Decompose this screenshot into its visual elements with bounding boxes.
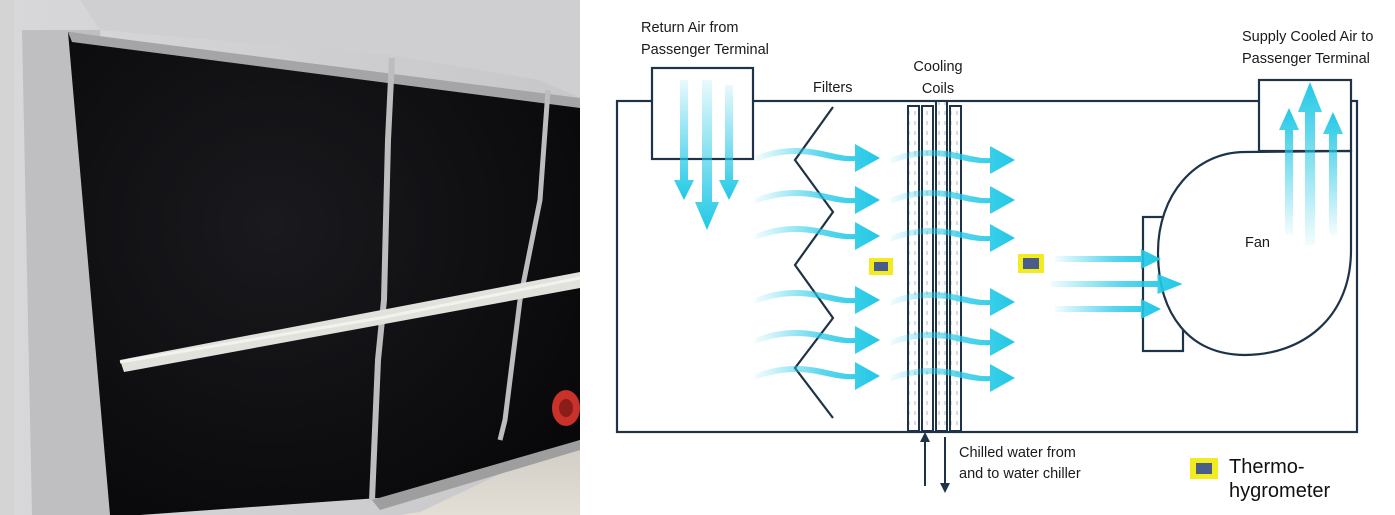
ahu-casing bbox=[615, 99, 1359, 434]
thermo-hygrometer-sensor-2 bbox=[1018, 254, 1044, 273]
chilled-water-arrows bbox=[920, 432, 950, 493]
fan-label: Fan bbox=[1245, 235, 1270, 251]
supply-air-label-line1: Supply Cooled Air to bbox=[1242, 29, 1374, 45]
chilled-water-label-line1: Chilled water from bbox=[959, 445, 1076, 461]
cooling-coils-label-line1: Cooling bbox=[913, 59, 963, 75]
supply-airflow-arrows bbox=[1279, 82, 1343, 245]
supply-air-label-line2: Passenger Terminal bbox=[1242, 51, 1370, 67]
filter-airflow-arrows bbox=[755, 144, 880, 390]
filters-label: Filters bbox=[813, 80, 853, 96]
return-airflow-arrows bbox=[674, 80, 739, 230]
cooling-coils-label-line2: Coils bbox=[921, 81, 955, 97]
legend-label-line2: hygrometer bbox=[1229, 480, 1331, 502]
legend-sensor-icon bbox=[1190, 458, 1218, 479]
return-air-label-line2: Passenger Terminal bbox=[641, 42, 769, 58]
chilled-water-label-line2: and to water chiller bbox=[959, 466, 1081, 482]
coil-panels-photo bbox=[0, 0, 590, 515]
return-air-label-line1: Return Air from bbox=[641, 20, 739, 36]
thermo-hygrometer-sensor-1 bbox=[869, 258, 893, 275]
cooling-coils bbox=[907, 100, 962, 432]
legend-label-line1: Thermo- bbox=[1229, 456, 1305, 478]
